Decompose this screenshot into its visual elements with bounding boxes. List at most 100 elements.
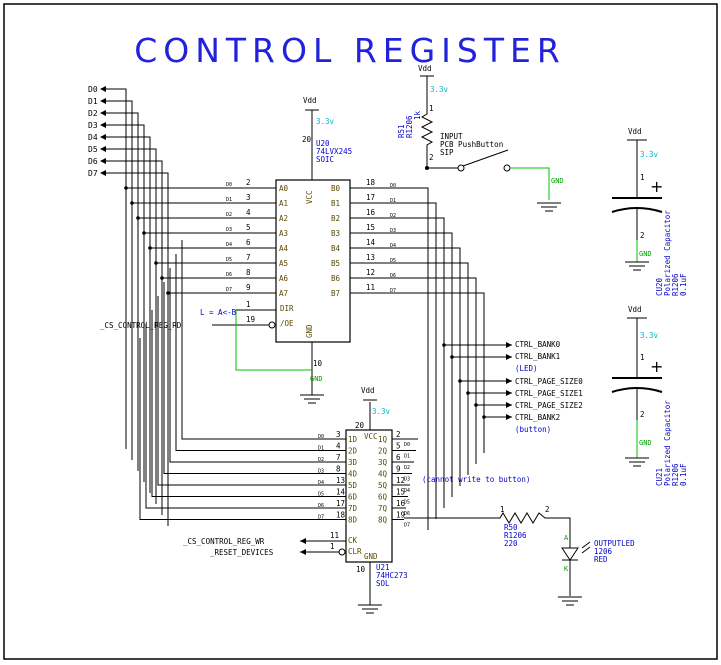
u20-dir-note: L = A<-B [200, 308, 237, 317]
u21-q-pin-6: 7Q [378, 504, 388, 513]
u21-q-pin-1: 2Q [378, 447, 388, 456]
sheet-border [3, 3, 718, 660]
note-button: (button) [515, 425, 551, 434]
u20-b-pin-5: B5 [331, 259, 340, 268]
u20-a-net-2: D2 [226, 212, 232, 218]
u20-b-pin-7: B7 [331, 289, 340, 298]
bus-arrow-3 [100, 122, 106, 128]
u21-d-wire-5 [151, 310, 346, 497]
ctrl-dot-3 [466, 391, 470, 395]
bus-arrow-6 [100, 158, 106, 164]
r50-value: 220 [504, 539, 518, 548]
u21-q-num-7: 19 [396, 511, 405, 520]
r51-vdd: Vdd [418, 64, 432, 73]
r50-led: 1 2 R50 R1206 220 A K OUTPUTLED 1206 RED [404, 505, 635, 606]
u20-b-net-4: D4 [390, 243, 396, 249]
u20-b-pin-0: B0 [331, 184, 341, 193]
u20-b-pin-2: B2 [331, 214, 340, 223]
bus-drop-5 [106, 148, 157, 504]
led-line2: 1206 [594, 547, 613, 556]
u20-b-net-6: D6 [390, 273, 396, 279]
ctrl-arrow-5 [506, 414, 512, 420]
u20-oe-num: 19 [246, 315, 255, 324]
u20-b-wire-6 [350, 277, 477, 280]
u21-d-pin-5: 6D [348, 493, 358, 502]
u21-d-num-2: 7 [336, 453, 341, 462]
u20-b-pin-6: B6 [331, 274, 341, 283]
u20-gnd-label: GND [305, 324, 314, 338]
u20-b-net-0: D0 [390, 183, 396, 189]
ctrl-arrow-1 [506, 354, 512, 360]
button-line2: PCB PushButton [440, 140, 503, 149]
u20-b-net-1: D1 [390, 198, 396, 204]
note-cannot-write: (cannot write to button) [422, 475, 530, 484]
bus-drop-3 [106, 124, 145, 482]
r50-pin2: 2 [545, 505, 550, 514]
u21-q-pin-2: 3Q [378, 458, 388, 467]
u20-b-wire-0 [350, 187, 429, 190]
cu20-v33: 3.3v [640, 150, 659, 159]
net-ctrl-bank2: CTRL_BANK2 [515, 413, 560, 422]
cu21-pin1: 1 [640, 353, 645, 362]
u21-d-net-0: D0 [318, 434, 324, 440]
u20-a-dot-4 [148, 246, 152, 250]
u21-q-net-2: D2 [404, 465, 410, 471]
u21-d-num-4: 13 [336, 476, 345, 485]
r51-pushbutton: Vdd 3.3v 1 2 R51 R1206 1k INPUT PCB Push… [397, 64, 564, 212]
net-ctrl-bank1: CTRL_BANK1 [515, 352, 560, 361]
u21-q-num-2: 6 [396, 453, 401, 462]
u20-a-num-7: 9 [246, 283, 251, 292]
u21-q-net-3: D3 [404, 477, 410, 483]
u21-d-net-3: D3 [318, 469, 324, 475]
bus-arrow-7 [100, 170, 106, 176]
u20-a-net-4: D4 [226, 242, 232, 248]
u21-q-net-5: D5 [404, 500, 410, 506]
cu21-type: Polarized Capacitor [663, 400, 672, 486]
u20-v33-label: 3.3v [316, 117, 335, 126]
bus-arrow-4 [100, 134, 106, 140]
u21-q-num-1: 5 [396, 442, 401, 451]
ctrl-dot-1 [450, 355, 454, 359]
u21-d-wire-4 [157, 296, 346, 486]
u21-d-wire-1 [175, 254, 346, 451]
u21-d-num-1: 4 [336, 442, 341, 451]
u21-gnd-label: GND [364, 552, 378, 561]
cu20-capacitor: Vdd 3.3v 1 + 2 GND CU20 Polarized Capaci… [611, 127, 688, 296]
ctrl-dot-5 [482, 415, 486, 419]
bus-drop-1 [106, 100, 133, 460]
u20-a-pin-5: A5 [279, 259, 288, 268]
u21-q-num-0: 2 [396, 430, 401, 439]
cu20-pin1: 1 [640, 173, 645, 182]
u20-b-num-3: 15 [366, 223, 375, 232]
bus-label-2: D2 [88, 109, 98, 118]
u20-a-num-2: 4 [246, 208, 251, 217]
u21-d-num-0: 3 [336, 430, 341, 439]
cu20-type: Polarized Capacitor [663, 210, 672, 296]
cu20-gnd: GND [639, 250, 652, 258]
ctrl-dot-2 [458, 379, 462, 383]
r51-pkg: R1206 [405, 115, 414, 138]
u20-vcc-num: 20 [302, 135, 312, 144]
u21-d-pin-7: 8D [348, 516, 358, 525]
u21-d-net-7: D7 [318, 515, 324, 521]
r50-pkg: R1206 [504, 531, 527, 540]
cu21-vdd: Vdd [628, 305, 642, 314]
u21-part: 74HC273 [376, 571, 408, 580]
u21-d-net-1: D1 [318, 446, 324, 452]
bus-arrow-0 [100, 86, 106, 92]
u20-a-net-1: D1 [226, 197, 232, 203]
u20-b-net-7: D7 [390, 288, 396, 294]
note-led: (LED) [515, 364, 538, 373]
ctrl-dot-0 [442, 343, 446, 347]
cu21-plus: + [650, 357, 663, 376]
r51-pin2: 2 [429, 153, 434, 162]
bus-arrow-1 [100, 98, 106, 104]
bus-label-4: D4 [88, 133, 98, 142]
u20-a-num-0: 2 [246, 178, 251, 187]
u21-q-pin-7: 8Q [378, 516, 388, 525]
u20-gnd-num: 10 [313, 359, 323, 368]
r51-v33: 3.3v [430, 85, 449, 94]
